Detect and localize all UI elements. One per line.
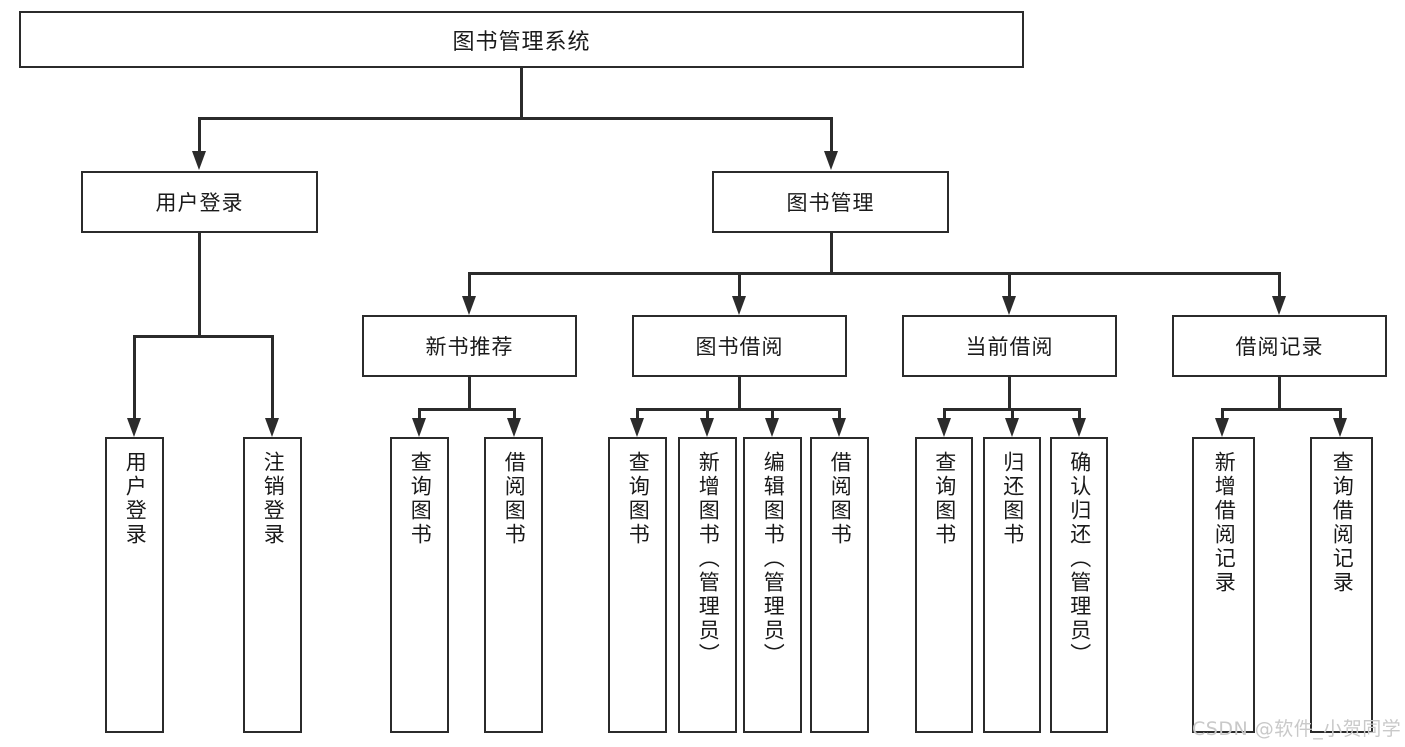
node-label: 查询图书	[626, 451, 651, 547]
node-label: 新增图书（管理员）	[696, 451, 721, 667]
node-label: 归还图书	[1000, 451, 1025, 547]
node-label: 借阅记录	[1235, 335, 1324, 359]
node-label: 用户登录	[155, 191, 244, 215]
connector-book-borrow-stem	[738, 377, 741, 408]
connector-new-book-stem	[468, 377, 471, 408]
arrowhead-book-borrow-to-leaf-3	[832, 418, 846, 437]
connector-root-to-book-mgmt	[830, 117, 833, 151]
arrowhead-current-borrow-to-leaf-1	[1005, 418, 1019, 437]
node-book-management[interactable]: 图书管理	[712, 171, 949, 233]
arrowhead-user-login-to-leaf-0	[127, 418, 141, 437]
leaf-book-borrow-0[interactable]: 查询图书	[608, 437, 667, 733]
node-borrow-record[interactable]: 借阅记录	[1172, 315, 1387, 377]
connector-current-borrow-to-leaf-2	[1078, 408, 1081, 418]
leaf-new-book-1[interactable]: 借阅图书	[484, 437, 543, 733]
arrowhead-root-to-user-login	[192, 151, 206, 170]
leaf-user-login-1[interactable]: 注销登录	[243, 437, 302, 733]
connector-user-login-to-leaf-1	[271, 335, 274, 418]
arrowhead-borrow-record-to-leaf-1	[1333, 418, 1347, 437]
connector-root-stem	[520, 68, 523, 117]
connector-user-login-bus	[133, 335, 271, 338]
connector-book-borrow-bus	[636, 408, 840, 411]
arrowhead-book-borrow-to-leaf-2	[765, 418, 779, 437]
connector-borrow-record-to-leaf-0	[1221, 408, 1224, 418]
connector-book-mgmt-to-borrow	[738, 272, 741, 296]
node-label: 用户登录	[123, 451, 148, 547]
connector-book-mgmt-to-new-book	[468, 272, 471, 296]
connector-book-mgmt-to-current	[1008, 272, 1011, 296]
node-new-book-recommend[interactable]: 新书推荐	[362, 315, 577, 377]
connector-book-borrow-to-leaf-0	[636, 408, 639, 418]
arrowhead-new-book-to-leaf-0	[412, 418, 426, 437]
connector-new-book-to-leaf-0	[418, 408, 421, 418]
connector-user-login-stem	[198, 233, 201, 335]
connector-book-mgmt-to-record	[1278, 272, 1281, 296]
arrowhead-book-mgmt-to-record	[1272, 296, 1286, 315]
leaf-user-login-0[interactable]: 用户登录	[105, 437, 164, 733]
connector-new-book-bus	[418, 408, 516, 411]
connector-current-borrow-to-leaf-1	[1011, 408, 1014, 418]
node-current-borrow[interactable]: 当前借阅	[902, 315, 1117, 377]
node-label: 确认归还（管理员）	[1067, 451, 1092, 667]
node-label: 编辑图书（管理员）	[761, 451, 786, 667]
leaf-current-borrow-1[interactable]: 归还图书	[983, 437, 1041, 733]
node-root-system[interactable]: 图书管理系统	[19, 11, 1024, 68]
connector-current-borrow-to-leaf-0	[943, 408, 946, 418]
connector-borrow-record-bus	[1221, 408, 1341, 411]
leaf-new-book-0[interactable]: 查询图书	[390, 437, 449, 733]
node-label: 图书管理	[786, 191, 875, 215]
leaf-book-borrow-2[interactable]: 编辑图书（管理员）	[743, 437, 802, 733]
arrowhead-root-to-book-mgmt	[824, 151, 838, 170]
connector-current-borrow-stem	[1008, 377, 1011, 408]
arrowhead-book-mgmt-to-borrow	[732, 296, 746, 315]
connector-book-mgmt-stem	[830, 233, 833, 272]
connector-borrow-record-to-leaf-1	[1339, 408, 1342, 418]
connector-book-borrow-to-leaf-3	[838, 408, 841, 418]
node-label: 图书借阅	[695, 335, 784, 359]
node-label: 借阅图书	[828, 451, 853, 547]
node-label: 查询图书	[408, 451, 433, 547]
arrowhead-new-book-to-leaf-1	[507, 418, 521, 437]
node-label: 新书推荐	[425, 335, 514, 359]
leaf-current-borrow-2[interactable]: 确认归还（管理员）	[1050, 437, 1108, 733]
leaf-current-borrow-0[interactable]: 查询图书	[915, 437, 973, 733]
connector-book-mgmt-bus	[468, 272, 1280, 275]
node-label: 查询图书	[932, 451, 957, 547]
connector-root-to-user-login	[198, 117, 201, 151]
connector-borrow-record-stem	[1278, 377, 1281, 408]
arrowhead-current-borrow-to-leaf-2	[1072, 418, 1086, 437]
node-book-borrow[interactable]: 图书借阅	[632, 315, 847, 377]
node-label: 图书管理系统	[452, 29, 591, 55]
connector-root-bus	[198, 117, 832, 120]
arrowhead-current-borrow-to-leaf-0	[937, 418, 951, 437]
leaf-book-borrow-3[interactable]: 借阅图书	[810, 437, 869, 733]
node-user-login[interactable]: 用户登录	[81, 171, 318, 233]
node-label: 当前借阅	[965, 335, 1054, 359]
node-label: 查询借阅记录	[1330, 451, 1355, 595]
arrowhead-book-mgmt-to-new-book	[462, 296, 476, 315]
node-label: 注销登录	[261, 451, 286, 547]
arrowhead-user-login-to-leaf-1	[265, 418, 279, 437]
connector-book-borrow-to-leaf-1	[706, 408, 709, 418]
node-label: 新增借阅记录	[1212, 451, 1237, 595]
connector-new-book-to-leaf-1	[513, 408, 516, 418]
leaf-borrow-record-0[interactable]: 新增借阅记录	[1192, 437, 1255, 733]
arrowhead-borrow-record-to-leaf-0	[1215, 418, 1229, 437]
leaf-book-borrow-1[interactable]: 新增图书（管理员）	[678, 437, 737, 733]
connector-user-login-to-leaf-0	[133, 335, 136, 418]
node-label: 借阅图书	[502, 451, 527, 547]
arrowhead-book-borrow-to-leaf-0	[630, 418, 644, 437]
connector-book-borrow-to-leaf-2	[771, 408, 774, 418]
arrowhead-book-borrow-to-leaf-1	[700, 418, 714, 437]
leaf-borrow-record-1[interactable]: 查询借阅记录	[1310, 437, 1373, 733]
arrowhead-book-mgmt-to-current	[1002, 296, 1016, 315]
